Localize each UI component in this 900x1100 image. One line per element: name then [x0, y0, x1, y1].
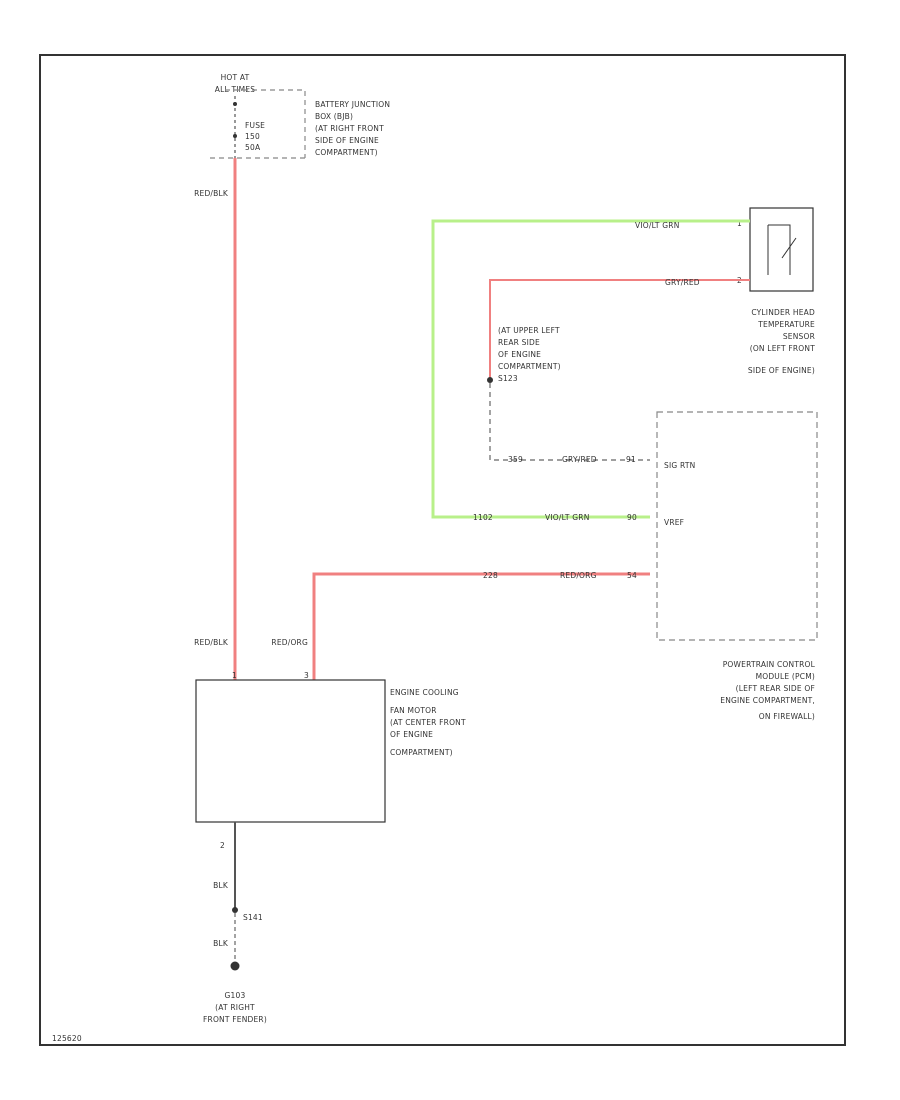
fan-motor-label-3: (AT CENTER FRONT [390, 718, 466, 727]
splice-label-4: COMPARTMENT) [498, 362, 561, 371]
ground-wire-label-upper: BLK [213, 881, 229, 890]
sigrtn-wire-label-pcm: GRY/RED [562, 455, 597, 464]
cht-sensor-box [749, 207, 814, 292]
fan-motor-label-5: COMPARTMENT) [390, 748, 453, 757]
sigrtn-wire-lower [489, 383, 650, 461]
ground-wire-label-lower: BLK [213, 939, 229, 948]
cht-label-3: SENSOR [783, 332, 815, 341]
fan-circuit-label: 228 [483, 571, 498, 580]
pcm-label-4: ENGINE COMPARTMENT, [720, 696, 815, 705]
bjb-dashed-outline [210, 89, 306, 159]
main-power-wire-label-bottom: RED/BLK [194, 638, 229, 647]
splice-label-5: S123 [498, 374, 518, 383]
fuse-dot-top [233, 102, 237, 106]
pcm-pin-vref-label: VREF [664, 518, 684, 527]
vref-circuit-label: 1102 [473, 513, 493, 522]
fuse-dot-bottom [233, 134, 237, 138]
vref-wire-label-top: VIO/LT GRN [635, 221, 680, 230]
cht-sensor-symbol [767, 224, 797, 275]
fan-motor-label-1: ENGINE COOLING [390, 688, 459, 697]
fan-motor-label-2: FAN MOTOR [390, 706, 437, 715]
pcm-box [656, 411, 818, 641]
ground-label-3: FRONT FENDER) [203, 1015, 267, 1024]
splice-label-1: (AT UPPER LEFT [498, 326, 560, 335]
cht-label-2: TEMPERATURE [757, 320, 815, 329]
bjb-label-4: SIDE OF ENGINE [315, 136, 379, 145]
fan-pin-2: 2 [220, 841, 225, 850]
ground-label-2: (AT RIGHT [215, 1003, 255, 1012]
bjb-label-5: COMPARTMENT) [315, 148, 378, 157]
pcm-label-2: MODULE (PCM) [756, 672, 815, 681]
fan-motor-box [195, 679, 386, 823]
diagram-border [39, 54, 846, 1046]
fan-wire-label-pcm: RED/ORG [560, 571, 597, 580]
pcm-label-3: (LEFT REAR SIDE OF [736, 684, 815, 693]
pcm-label-5: ON FIREWALL) [759, 712, 815, 721]
ground-symbol [230, 961, 240, 971]
pcm-sigrtn-pin: 91 [626, 455, 636, 464]
ground-label-1: G103 [225, 991, 246, 1000]
cht-pin-1: 1 [737, 219, 742, 228]
splice-label-2: REAR SIDE [498, 338, 540, 347]
fan-pin-1: 1 [232, 671, 237, 680]
pcm-label-1: POWERTRAIN CONTROL [723, 660, 816, 669]
bjb-label-2: BOX (BJB) [315, 112, 353, 121]
main-power-wire-label-top: RED/BLK [194, 189, 229, 198]
bjb-label-1: BATTERY JUNCTION [315, 100, 390, 109]
splice-label-3: OF ENGINE [498, 350, 541, 359]
fuse-label-3: 50A [245, 143, 261, 152]
cht-label-5: SIDE OF ENGINE) [748, 366, 815, 375]
splice-s141-label: S141 [243, 913, 263, 922]
cht-label-4: (ON LEFT FRONT [750, 344, 816, 353]
fuse-label-1: FUSE [245, 121, 265, 130]
fan-control-wire [312, 572, 650, 680]
pcm-vref-pin: 90 [627, 513, 637, 522]
cht-label-1: CYLINDER HEAD [751, 308, 815, 317]
pcm-pin-sigrtn-label: SIG RTN [664, 461, 695, 470]
fan-pin-3: 3 [304, 671, 309, 680]
pcm-fan-pin: 54 [627, 571, 637, 580]
fuse-label-2: 150 [245, 132, 260, 141]
splice-s141-dot [232, 907, 238, 913]
vref-wire [431, 219, 750, 519]
splice-s123-dot [487, 377, 493, 383]
fan-motor-label-4: OF ENGINE [390, 730, 433, 739]
bjb-label-3: (AT RIGHT FRONT [315, 124, 384, 133]
sigrtn-wire-upper [489, 279, 750, 378]
vref-wire-label-pcm: VIO/LT GRN [545, 513, 590, 522]
hot-at-label: HOT AT [221, 73, 250, 82]
sigrtn-circuit-label: 359 [508, 455, 523, 464]
fan-control-wire-label: RED/ORG [271, 638, 308, 647]
figure-id: 125620 [52, 1034, 82, 1043]
sigrtn-wire-label-top: GRY/RED [665, 278, 700, 287]
